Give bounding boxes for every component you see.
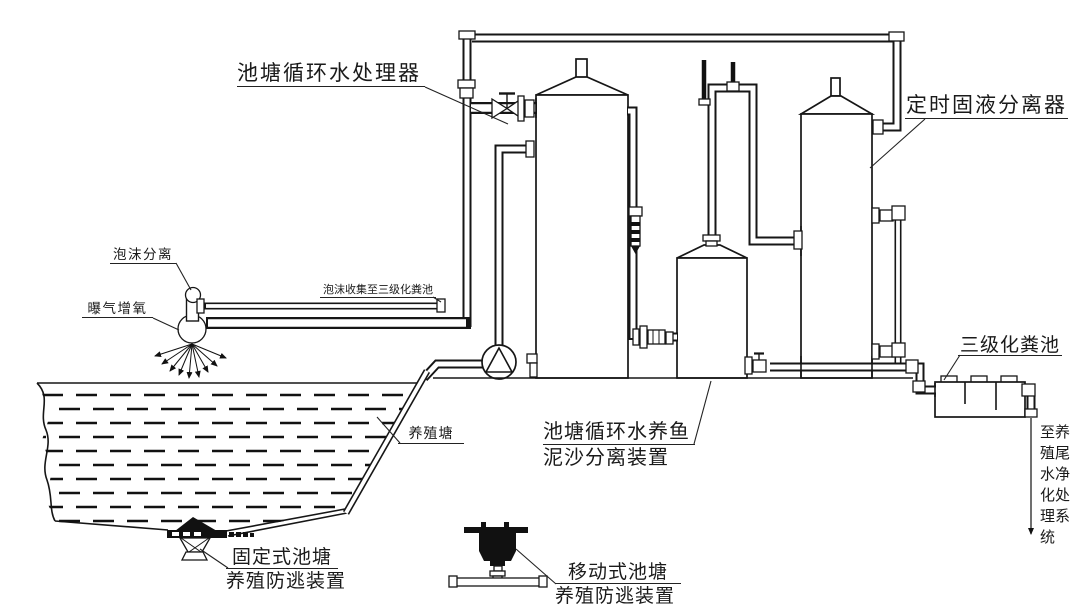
leader-processor — [424, 86, 509, 125]
label-septic: 三级化粪池 — [958, 335, 1062, 356]
leader-sediment — [693, 380, 712, 445]
pond-bottom-right — [225, 508, 348, 537]
label-mobile-device: 移动式池塘 养殖防逃装置 — [555, 563, 681, 608]
leader-pond — [376, 416, 401, 444]
label-sediment-line2: 泥沙分离装置 — [543, 446, 669, 469]
leader-fixed-device — [199, 548, 229, 569]
label-sediment-line1: 池塘循环水养鱼 — [543, 421, 695, 445]
label-foam-collection: 泡沫收集至三级化粪池 — [320, 284, 436, 298]
tank1-nozzle — [575, 58, 588, 79]
pump-triangle — [484, 346, 514, 373]
pond-left-bank — [36, 382, 56, 522]
wall-restrokes — [535, 98, 936, 397]
label-pond: 养殖塘 — [398, 427, 464, 444]
leader-foam-separation — [175, 262, 192, 291]
timed-solid-liquid-separator-tank — [797, 77, 876, 379]
sediment-separator-tank — [676, 244, 748, 379]
pond-bottom-left — [54, 520, 169, 531]
tank1-cone — [535, 76, 629, 96]
label-outlet: 至养殖尾水净化处理系统 — [1040, 425, 1071, 546]
tank3-cone — [797, 95, 876, 115]
label-timed-separator: 定时固液分离器 — [905, 93, 1068, 119]
leader-foam-collection — [432, 296, 442, 303]
septic-body — [934, 381, 1026, 418]
leader-timed-separator — [869, 118, 926, 169]
pond — [36, 382, 417, 537]
tank3-nozzle — [830, 77, 841, 97]
label-foam-separation: 泡沫分离 — [110, 247, 176, 264]
label-fixed-line1: 固定式池塘 — [226, 548, 338, 569]
fixed-anti-escape-device — [167, 517, 254, 561]
septic-tank — [934, 375, 1026, 418]
label-fixed-line2: 养殖防逃装置 — [226, 570, 347, 592]
label-aeration: 曝气增氧 — [82, 301, 153, 318]
label-sediment-separator: 池塘循环水养鱼 泥沙分离装置 — [543, 421, 695, 470]
tank1-body — [535, 94, 629, 379]
aeration-device — [177, 286, 207, 344]
tank2-cone — [676, 244, 748, 259]
leader-mobile-device — [515, 548, 557, 585]
tank2-body — [676, 257, 748, 379]
circulating-water-processor-tank — [535, 58, 629, 379]
tank3-body — [800, 113, 873, 379]
pump-circle — [481, 344, 517, 380]
leader-lines — [152, 86, 961, 585]
fittings — [196, 30, 1038, 418]
leader-septic — [943, 354, 961, 381]
label-mobile-line2: 养殖防逃装置 — [555, 586, 676, 607]
water-pump — [481, 344, 517, 380]
water-dashes — [42, 393, 416, 523]
spray-arrows — [154, 343, 227, 379]
leader-aeration — [152, 317, 180, 331]
septic-partitions — [964, 382, 997, 410]
label-processor: 池塘循环水处理器 — [237, 61, 425, 87]
label-fixed-device: 固定式池塘 养殖防逃装置 — [226, 548, 346, 593]
label-mobile-line1: 移动式池塘 — [555, 563, 681, 584]
mobile-anti-escape-device — [448, 522, 548, 588]
